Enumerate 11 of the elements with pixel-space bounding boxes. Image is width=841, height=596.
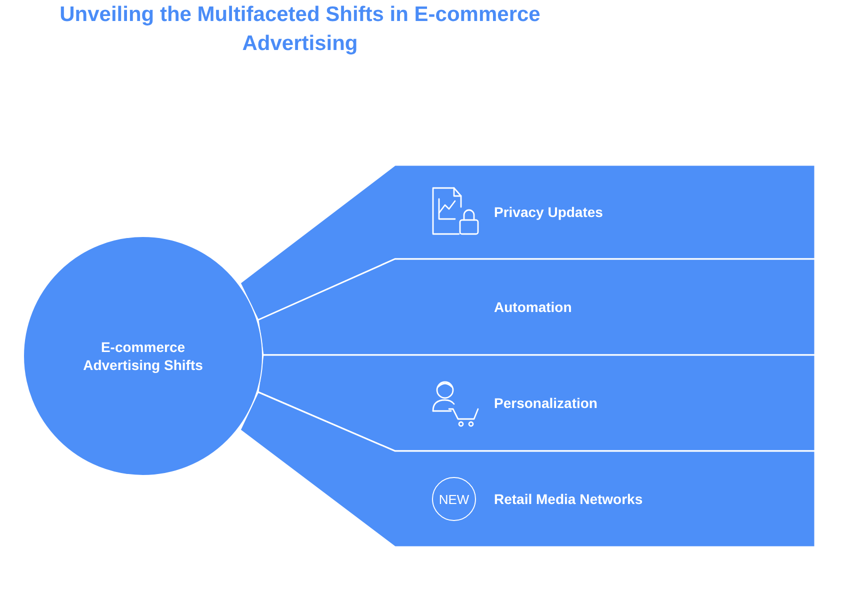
band-label: Privacy Updates [494, 203, 603, 221]
fan-band [258, 259, 815, 355]
title: Unveiling the Multifaceted Shifts in E-commerce Advertising [58, 2, 542, 57]
circle-label: E-commerce Advertising Shifts [82, 338, 204, 374]
fan-band [240, 165, 815, 320]
fan-band [258, 355, 815, 451]
band-label: Personalization [494, 394, 598, 412]
fan-band [240, 392, 815, 547]
band-label: Automation [494, 298, 572, 316]
new-badge: NEW [432, 477, 476, 521]
band-label: Retail Media Networks [494, 490, 643, 508]
